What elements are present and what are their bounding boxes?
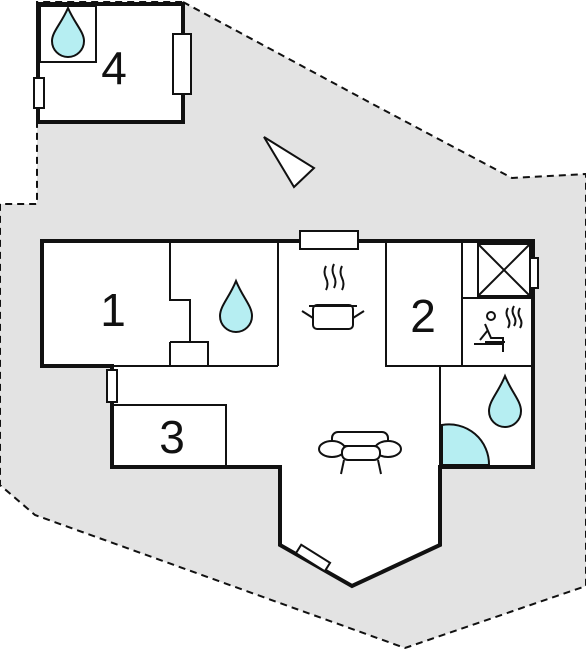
window-icon [106, 369, 118, 403]
room-2-label: 2 [410, 290, 436, 342]
water-drop-icon [218, 278, 254, 333]
sauna-icon [474, 305, 523, 352]
cooking-pot-icon [301, 263, 365, 330]
water-drop-icon [50, 5, 86, 58]
window-icon [33, 77, 45, 109]
water-drop-icon [487, 373, 523, 428]
compass-arrow-icon [263, 136, 316, 189]
window-icon [294, 543, 332, 573]
room-1-label: 1 [100, 284, 126, 336]
shower-icon [441, 423, 491, 466]
window-icon [172, 33, 192, 95]
room-4-label: 4 [101, 42, 127, 94]
interior-walls [111, 241, 533, 467]
stove-icon [477, 243, 531, 297]
house-floor [42, 241, 533, 586]
sofa-icon [318, 431, 402, 475]
window-icon [299, 230, 359, 250]
room-3-label: 3 [159, 411, 185, 463]
